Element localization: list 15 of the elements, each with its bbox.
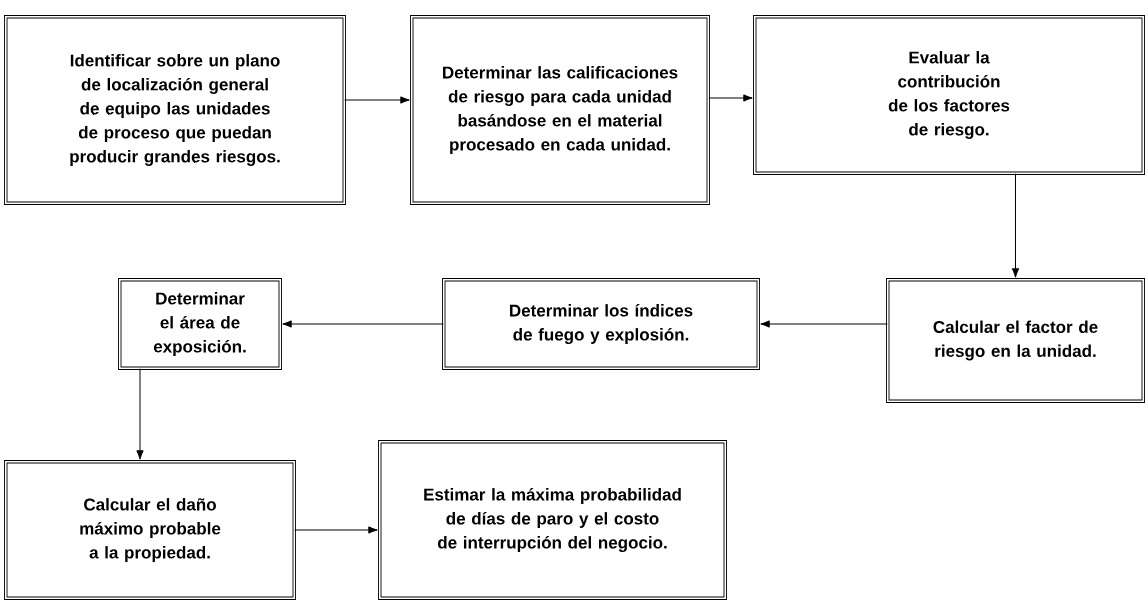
arrow [708, 94, 753, 102]
process-box: Calcular el factor de riesgo en la unidad. [886, 278, 1145, 403]
arrow [282, 320, 444, 328]
arrow [294, 526, 378, 534]
process-box: Calcular el daño máximo probable a la propiedad. [4, 460, 296, 600]
process-box: Identificar sobre un plano de localización general de equipo las unidades de proceso que puedan producir grandes riesgos. [4, 15, 346, 205]
arrow [344, 96, 410, 104]
process-box: Determinar el área de exposición. [118, 278, 282, 370]
process-box: Evaluar la contribución de los factores de riesgo. [753, 15, 1145, 175]
process-box: Determinar los índices de fuego y explosión. [442, 278, 760, 370]
process-box: Determinar las calificaciones de riesgo para cada unidad basándose en el material procesado en cada unidad. [410, 15, 710, 205]
arrow [1011, 173, 1020, 278]
arrow [136, 368, 144, 460]
arrow [760, 320, 888, 328]
process-box: Estimar la máxima probabilidad de días de paro y el costo de interrupción del negocio. [378, 440, 727, 600]
